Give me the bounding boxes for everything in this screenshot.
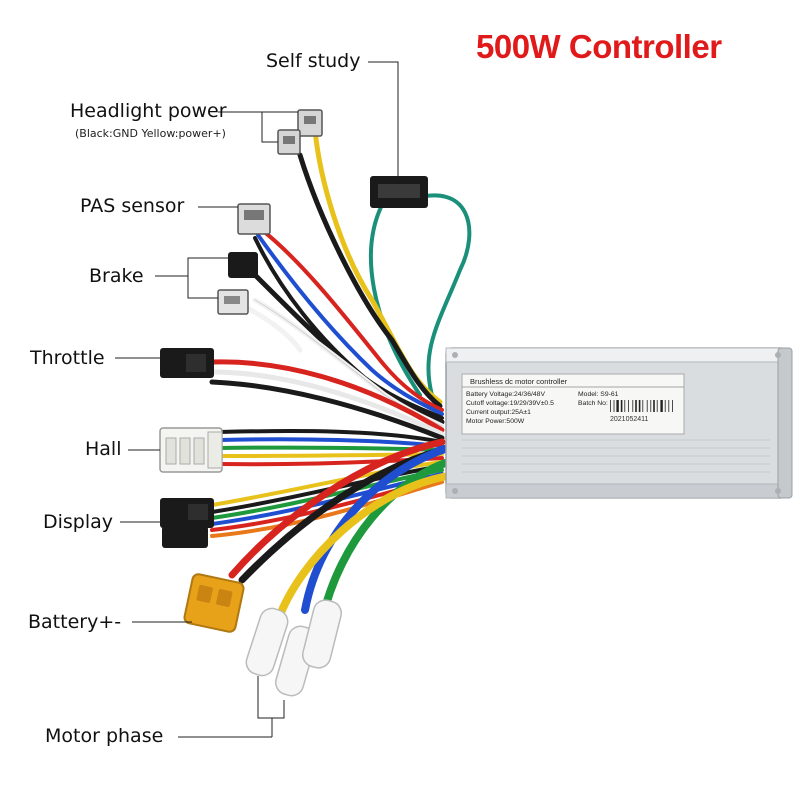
brake-connector-white — [217, 289, 249, 315]
barcode-bar — [616, 400, 619, 412]
headlight-yellow-wire — [312, 127, 443, 405]
barcode-bar — [624, 400, 626, 412]
barcode-bar — [653, 400, 655, 412]
current-output-text: Current output:25A±1 — [466, 409, 531, 416]
hall-black-wire — [218, 429, 444, 444]
barcode-bar — [664, 400, 666, 412]
headlight-connector-top — [297, 109, 323, 137]
brake-connector-black — [228, 252, 258, 278]
phase-green-wire — [318, 458, 452, 624]
label-motor-phase: Motor phase — [45, 725, 164, 747]
throttle-white-wire — [209, 369, 445, 437]
spec-label — [461, 373, 685, 435]
pas-red-wire — [260, 228, 444, 412]
barcode-bar — [632, 400, 634, 412]
cutoff-voltage-text: Cutoff voltage:19/29/39V±0.5 — [466, 400, 554, 407]
housing-ridges — [462, 439, 770, 473]
label-hall: Hall — [85, 438, 122, 460]
motor-phase-leader — [178, 676, 285, 738]
barcode-bar — [635, 400, 637, 412]
model-text: Model: S9-61 — [578, 391, 619, 398]
display-orange-wire — [210, 480, 444, 538]
headlight-connector-bottom — [277, 129, 301, 155]
motor-phase-covers — [245, 599, 343, 697]
batch-number-text: 2021052411 — [610, 416, 649, 423]
label-brake: Brake — [89, 265, 144, 287]
battery-xt60-connector — [183, 573, 245, 633]
hall-connector — [159, 427, 223, 473]
throttle-black-wire — [209, 379, 445, 441]
display-yellow-wire — [210, 460, 444, 507]
headlight-black-wire — [297, 152, 443, 409]
controller-header-text: Brushless dc motor controller — [470, 377, 568, 386]
barcode-bar — [660, 400, 663, 412]
label-battery: Battery+- — [28, 611, 122, 633]
self-study-connector — [370, 176, 428, 208]
battery-voltage-text: Battery Voltage:24/36/48V — [466, 391, 545, 398]
throttle-red-wire — [209, 359, 445, 433]
diagram-title: 500W Controller — [476, 28, 722, 65]
barcode-bar — [656, 400, 658, 412]
headlight-leader — [218, 111, 298, 143]
label-self-study: Self study — [266, 50, 361, 72]
throttle-connector — [160, 348, 214, 378]
barcode-bar — [613, 400, 615, 412]
label-throttle: Throttle — [30, 347, 105, 369]
self-study-leader — [368, 61, 399, 178]
pas-sensor-connector — [237, 203, 271, 235]
leader-lines — [115, 61, 399, 738]
wire-bundle — [209, 127, 472, 624]
self-study-green-wire — [408, 193, 472, 397]
barcode-bar — [610, 400, 611, 412]
label-headlight-note: (Black:GND Yellow:power+) — [75, 127, 226, 140]
controller-housing: Brushless dc motor controller Battery Vo… — [445, 347, 793, 499]
phase-blue-wire — [301, 444, 452, 614]
batch-label-text: Batch No: — [578, 400, 608, 407]
barcode-bar — [642, 400, 644, 412]
label-display: Display — [43, 511, 114, 533]
display-connector-lower — [162, 526, 208, 548]
barcode-bar — [638, 400, 641, 412]
barcode-bar — [650, 400, 652, 412]
barcode-bar — [646, 400, 648, 412]
barcode-bar — [668, 400, 670, 412]
label-pas-sensor: PAS sensor — [80, 195, 185, 217]
barcode-bar — [620, 400, 623, 412]
phase-yellow-wire — [274, 472, 452, 624]
barcode-bar — [628, 400, 629, 412]
label-headlight-power: Headlight power — [70, 100, 227, 122]
motor-power-text: Motor Power:500W — [466, 418, 525, 425]
self-study-green-wire-2 — [368, 203, 422, 397]
barcode-bar — [672, 400, 673, 412]
pas-blue-wire — [256, 233, 444, 416]
battery-red-wire — [228, 438, 446, 579]
display-connector-upper — [160, 498, 214, 528]
brake-leader — [155, 257, 228, 299]
hall-blue-wire — [218, 437, 444, 448]
barcode — [610, 400, 673, 412]
